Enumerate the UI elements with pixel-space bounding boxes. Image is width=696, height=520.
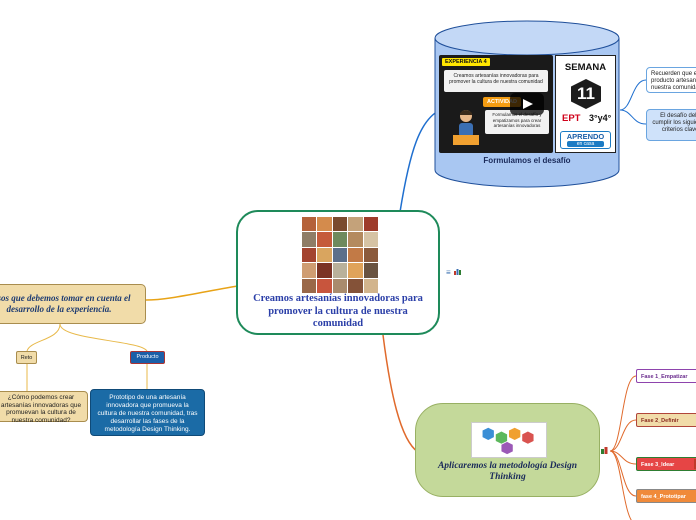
- challenge-video-thumbnail[interactable]: EXPERIENCIA 4 Creamos artesanías innovad…: [439, 55, 553, 153]
- notes-icon[interactable]: ≡: [446, 268, 451, 277]
- video-card-title: Creamos artesanías innovadoras para prom…: [444, 70, 548, 92]
- experience-badge: EXPERIENCIA 4: [442, 58, 490, 66]
- phase-empatizar[interactable]: Fase 1_Empatizar: [636, 369, 696, 383]
- experience-steps-title: Pasos que debemos tomar en cuenta el des…: [0, 293, 131, 314]
- subject-label: EPT: [562, 113, 581, 124]
- phase-idear-marker: [694, 459, 696, 469]
- methodology-title: Aplicaremos la metodología Design Thinki…: [437, 461, 578, 482]
- teacher-illustration: [453, 110, 479, 145]
- week-card: SEMANA 11 EPT 3°y4° APRENDO en casa: [555, 55, 616, 153]
- central-topic-node[interactable]: Creamos artesanías innovadoras para prom…: [236, 210, 440, 335]
- grade-label: 3°y4°: [589, 113, 612, 123]
- attachment-icon[interactable]: [454, 268, 461, 275]
- challenge-note-reminder[interactable]: Recuerden que el producto artesanal de n…: [646, 67, 696, 93]
- week-number: 11: [571, 79, 601, 109]
- experience-steps-node[interactable]: Pasos que debemos tomar en cuenta el des…: [0, 284, 146, 324]
- design-thinking-diagram-image: [471, 422, 547, 458]
- reto-description[interactable]: ¿Cómo podemos crear artesanías innovador…: [0, 391, 88, 424]
- challenge-label: Formulamos el desafío: [483, 156, 571, 165]
- crafts-collage-image: [302, 217, 378, 293]
- producto-description[interactable]: Prototipo de una artesanía innovadora qu…: [90, 389, 205, 436]
- week-label: SEMANA: [564, 62, 607, 73]
- play-icon[interactable]: [510, 93, 544, 115]
- phase-definir[interactable]: Fase 2_Definir: [636, 413, 696, 427]
- activity-badge: ACTIVIDAD: [483, 97, 521, 107]
- aprendo-en-casa-logo: APRENDO en casa: [560, 131, 611, 149]
- phase-idear[interactable]: Fase 3_Idear: [636, 457, 696, 471]
- reto-tag[interactable]: Reto: [16, 351, 37, 364]
- methodology-node[interactable]: Aplicaremos la metodología Design Thinki…: [415, 403, 600, 497]
- phase-prototipar[interactable]: fase 4_Prototipar: [636, 489, 696, 503]
- attachment-icon[interactable]: [601, 447, 608, 454]
- central-topic-title: Creamos artesanías innovadoras para prom…: [253, 293, 423, 329]
- challenge-note-criteria[interactable]: El desafío debe cumplir los siguientes c…: [646, 109, 696, 141]
- producto-tag[interactable]: Producto: [130, 351, 165, 364]
